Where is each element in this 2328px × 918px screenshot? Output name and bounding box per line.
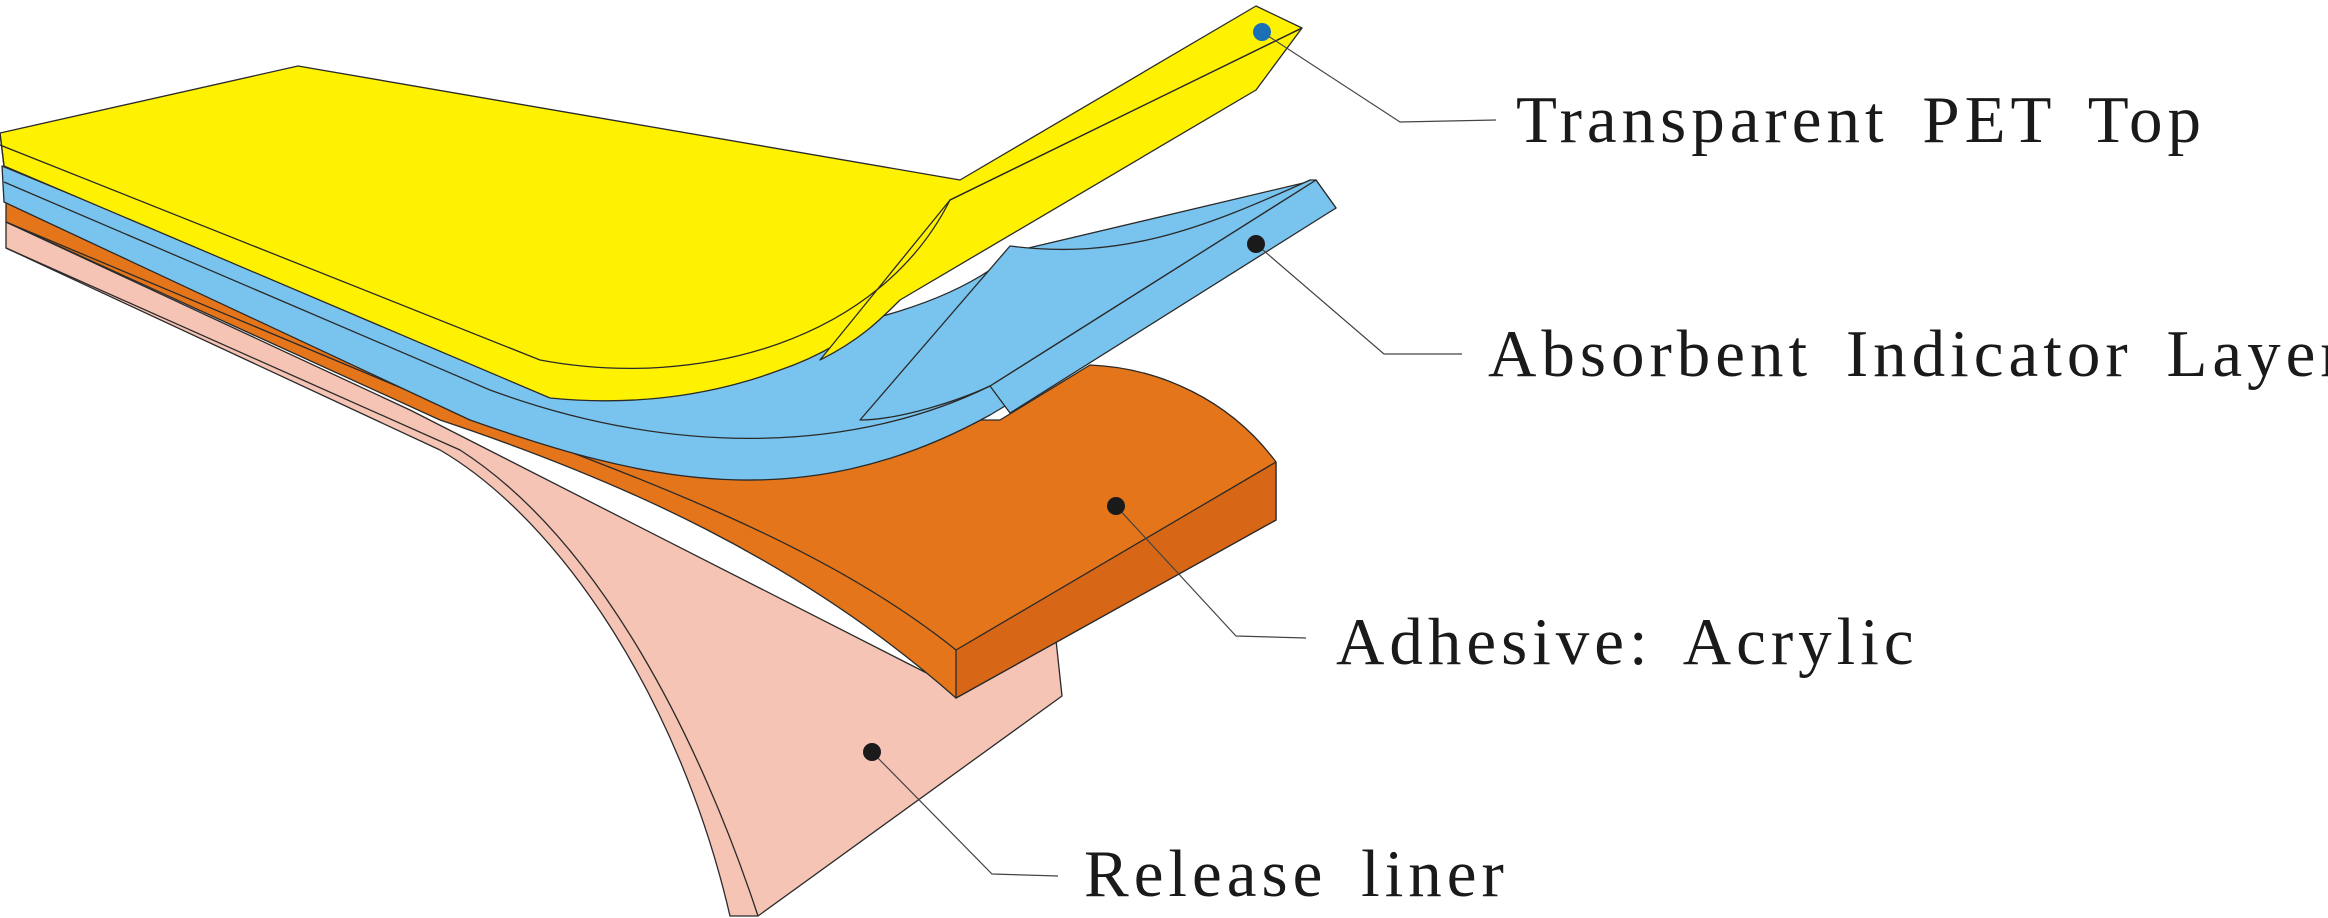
pet-top-curve-edge [0,144,951,369]
leader-lines [871,31,1497,877]
pet-top-front-edge [0,132,5,167]
adhesive-leader [1115,505,1307,639]
indicator-curve-edge [3,181,991,440]
release-liner-leader [871,751,1059,877]
pet-top-layer [0,5,1303,402]
release-liner-inner-edge [5,247,759,917]
indicator-curl [859,179,1317,421]
release-liner-label: Release liner [1084,837,1509,911]
pointer-dots [863,23,1271,761]
adhesive-side-face [955,461,1277,699]
release-liner-dot [863,743,881,761]
pet-top-leader [1261,31,1497,123]
pet-top-strip-side [819,27,1303,361]
adhesive-dot [1107,497,1125,515]
indicator-leader [1255,243,1462,355]
layer-labels: Transparent PET Top Absorbent Indicator … [1084,83,2328,911]
pet-top-strip-edge [949,27,1303,201]
adhesive-label: Adhesive: Acrylic [1336,605,1919,679]
release-liner-body [5,221,1063,917]
pet-top-label: Transparent PET Top [1516,83,2206,157]
pet-top-dot [1253,23,1271,41]
indicator-dot [1247,235,1265,253]
indicator-label: Absorbent Indicator Layer [1488,317,2328,391]
release-liner-layer [5,221,1063,917]
